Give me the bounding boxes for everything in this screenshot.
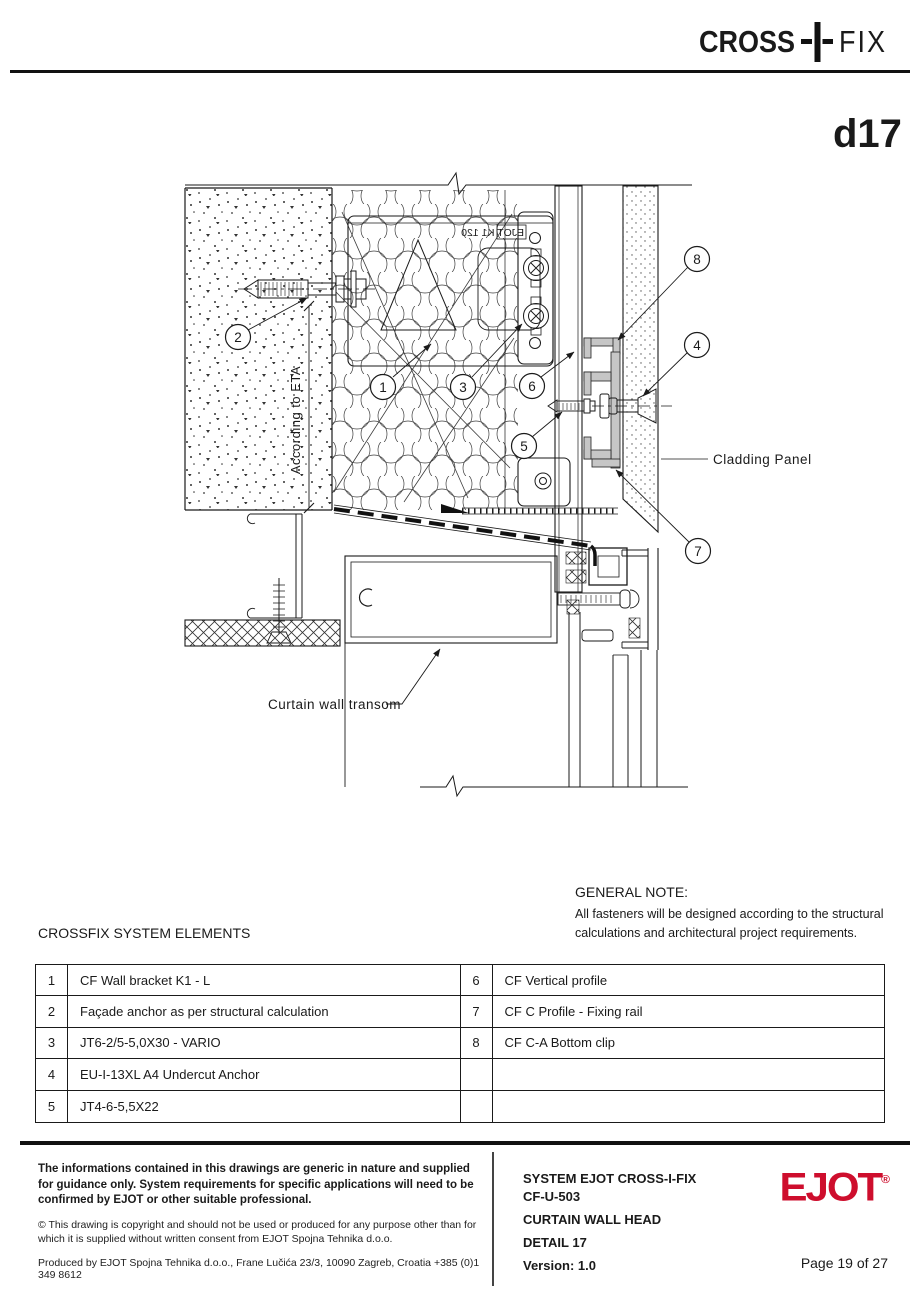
facade-anchor [238,270,375,308]
c-profile-rail [583,337,621,469]
callout-3: 3 [449,373,477,401]
pressure-plate-assembly [557,547,659,650]
svg-text:1: 1 [379,380,387,395]
general-note-title: GENERAL NOTE: [575,884,689,900]
ceiling-board [184,619,341,647]
ceiling-hanger [246,513,303,619]
cell-num [461,1059,493,1090]
general-note-body: All fasteners will be designed according… [575,907,884,940]
jt6-screw-top [523,248,549,288]
jt4-screw [547,398,596,414]
svg-text:2: 2 [234,330,242,345]
svg-text:7: 7 [694,544,702,559]
elements-title: CROSSFIX SYSTEM ELEMENTS [38,925,251,941]
svg-text:8: 8 [693,252,701,267]
disclaimer-bold: The informations contained in this drawi… [38,1163,474,1206]
footer-disclaimer: The informations contained in this drawi… [38,1162,486,1281]
cell-num [461,1090,493,1122]
cell-text: CF Vertical profile [504,972,608,988]
footer-rule [20,1141,910,1145]
cell-num: 4 [36,1059,68,1090]
curtain-wall-transom [344,555,558,787]
cell-text: CF Wall bracket K1 - L [68,965,461,996]
drawing-labels: According to ETA Cladding Panel Curtain … [268,224,812,712]
cell-text: CF C Profile - Fixing rail [504,1004,643,1020]
callout-4: 4 [683,331,711,359]
eta-dimension [303,300,315,514]
cell-text: JT6-2/5-5,0X30 - VARIO [68,1027,461,1059]
cell-text [493,1091,885,1122]
concrete-wall [184,187,333,511]
elements-table: 1 CF Wall bracket K1 - L 6 CF Vertical p… [35,964,885,1123]
system-code: CF-U-503 [523,1189,581,1204]
header-rule [10,70,910,73]
detail-code: d17 [833,112,902,156]
callout-6: 6 [518,372,546,400]
cell-num: 6 [461,965,493,996]
cladding-panel [622,185,659,534]
mullion-lines [568,612,658,787]
vertical-profile [554,185,583,593]
cell-num: 5 [36,1090,68,1122]
callout-8: 8 [683,245,711,273]
table-row: 2 Façade anchor as per structural calcul… [36,996,884,1028]
break-lines [185,171,692,798]
callout-1: 1 [369,373,397,401]
registered-mark: ® [881,1172,890,1187]
drawing-version: Version: 1.0 [523,1258,596,1273]
crossfix-plus-icon [800,22,833,62]
logo-text-cross: CROSS [698,24,795,59]
callout-bubbles: 1 2 3 4 5 6 7 8 [224,245,712,565]
callout-leaders [247,266,708,705]
jt6-screw-bottom [523,296,549,336]
svg-text:5: 5 [520,439,528,454]
svg-text:4: 4 [693,338,701,353]
cell-text: CF C-A Bottom clip [504,1035,616,1051]
table-row: 4 EU-I-13XL A4 Undercut Anchor [36,1059,885,1091]
drawing-detail: DETAIL 17 [523,1235,587,1250]
produced-by: Produced by EJOT Spojna Tehnika d.o.o., … [38,1256,480,1281]
callout-7: 7 [684,537,712,565]
copyright-note: © This drawing is copyright and should n… [38,1218,477,1245]
crossfix-logo: CROSS FIX [699,22,887,62]
cell-text: Façade anchor as per structural calculat… [68,996,461,1027]
callout-5: 5 [510,432,538,460]
svg-text:6: 6 [528,379,536,394]
general-note: GENERAL NOTE: All fasteners will be desi… [575,884,887,942]
drawing-title: CURTAIN WALL HEAD [523,1212,662,1227]
cell-num: 3 [36,1027,68,1059]
ejot-logo: EJOT® [779,1164,890,1209]
label-cladding-panel: Cladding Panel [713,452,812,467]
table-row: 3 JT6-2/5-5,0X30 - VARIO 8 CF C-A Bottom… [36,1027,884,1060]
cell-text [493,1059,885,1089]
logo-text-fix: FIX [838,24,887,59]
callout-2: 2 [224,323,252,351]
cell-num: 8 [461,1027,493,1059]
membrane-flashing [333,504,618,566]
cell-text: EU-I-13XL A4 Undercut Anchor [68,1059,461,1090]
table-row: 1 CF Wall bracket K1 - L 6 CF Vertical p… [36,965,884,997]
bracket-stamp-text: EJOT K1 120 [461,227,524,239]
wall-bracket [347,211,571,507]
footer-divider [492,1152,494,1286]
system-name: SYSTEM EJOT CROSS-I-FIX [523,1171,697,1186]
cell-text: JT4-6-5,5X22 [68,1090,461,1122]
cell-num: 7 [461,996,493,1027]
technical-drawing: 1 2 3 4 5 6 7 8 According to ETA Claddin… [184,171,812,798]
label-eta: According to ETA [288,366,303,474]
svg-text:3: 3 [459,380,467,395]
label-curtain-wall-transom: Curtain wall transom [268,697,401,712]
table-row: 5 JT4-6-5,5X22 [36,1090,885,1122]
footer-titleblock: SYSTEM EJOT CROSS-I-FIX CF-U-503 CURTAIN… [523,1170,778,1275]
page-number: Page 19 of 27 [800,1255,888,1271]
cell-num: 1 [36,965,68,996]
cell-num: 2 [36,996,68,1027]
